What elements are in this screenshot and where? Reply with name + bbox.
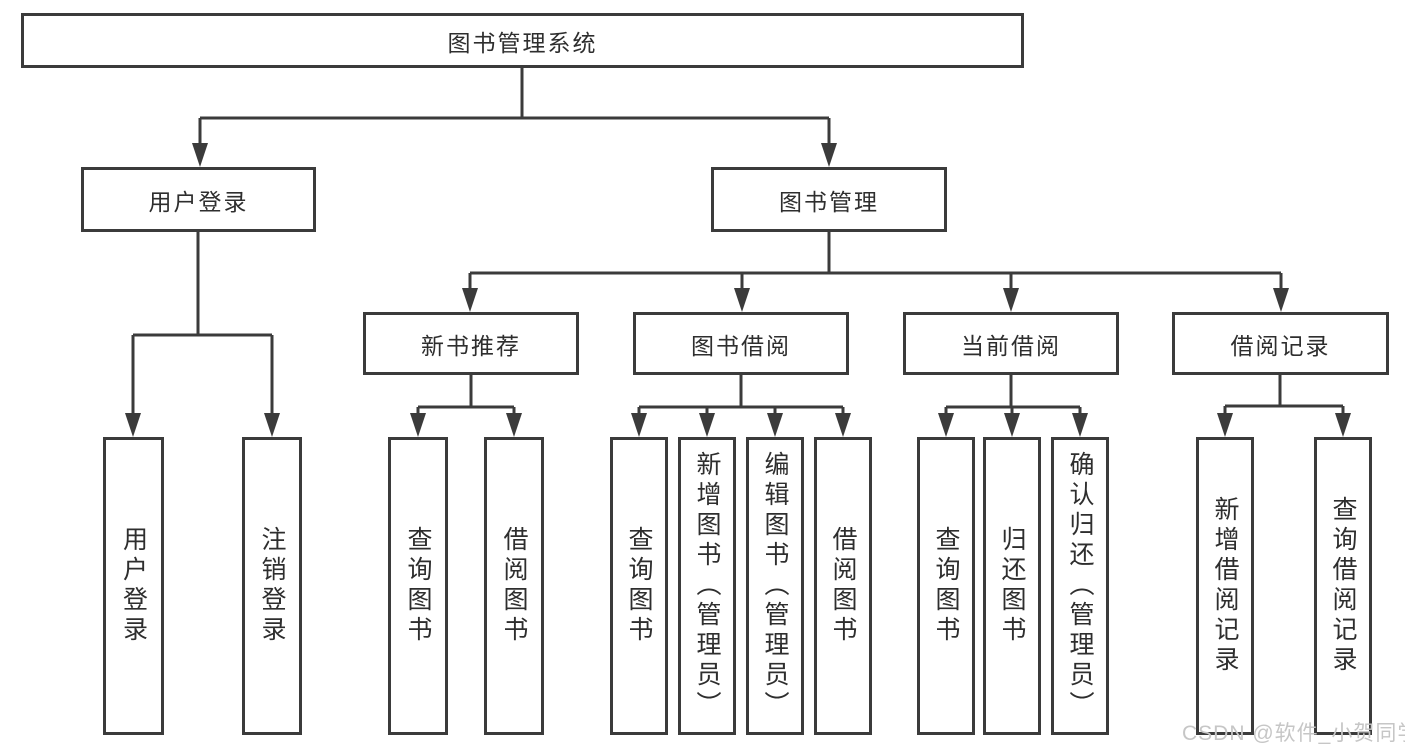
watermark: CSDN @软件_小贺同学	[1182, 722, 1405, 745]
node-leaf-logout: 注销登录	[242, 437, 302, 735]
node-leaf-add-books-admin: 新增图书（管理员）	[678, 437, 736, 735]
node-leaf-query-books-3: 查询图书	[917, 437, 975, 735]
node-book-borrowing: 图书借阅	[633, 312, 849, 375]
node-user-login: 用户登录	[81, 167, 316, 232]
node-leaf-query-borrow-record: 查询借阅记录	[1314, 437, 1372, 735]
node-leaf-borrow-books-2: 借阅图书	[814, 437, 872, 735]
node-leaf-borrow-books-1: 借阅图书	[484, 437, 544, 735]
node-leaf-query-books-1: 查询图书	[388, 437, 448, 735]
node-leaf-edit-books-admin: 编辑图书（管理员）	[746, 437, 804, 735]
arrowheads	[125, 143, 1351, 437]
node-leaf-return-books: 归还图书	[983, 437, 1041, 735]
node-library-system: 图书管理系统	[21, 13, 1024, 68]
node-leaf-confirm-return-admin: 确认归还（管理员）	[1051, 437, 1109, 735]
node-leaf-query-books-2: 查询图书	[610, 437, 668, 735]
node-new-book-recommend: 新书推荐	[363, 312, 579, 375]
node-leaf-user-login: 用户登录	[103, 437, 164, 735]
node-book-management: 图书管理	[711, 167, 947, 232]
node-borrowing-records: 借阅记录	[1172, 312, 1389, 375]
node-current-borrowing: 当前借阅	[903, 312, 1119, 375]
node-leaf-add-borrow-record: 新增借阅记录	[1196, 437, 1254, 735]
